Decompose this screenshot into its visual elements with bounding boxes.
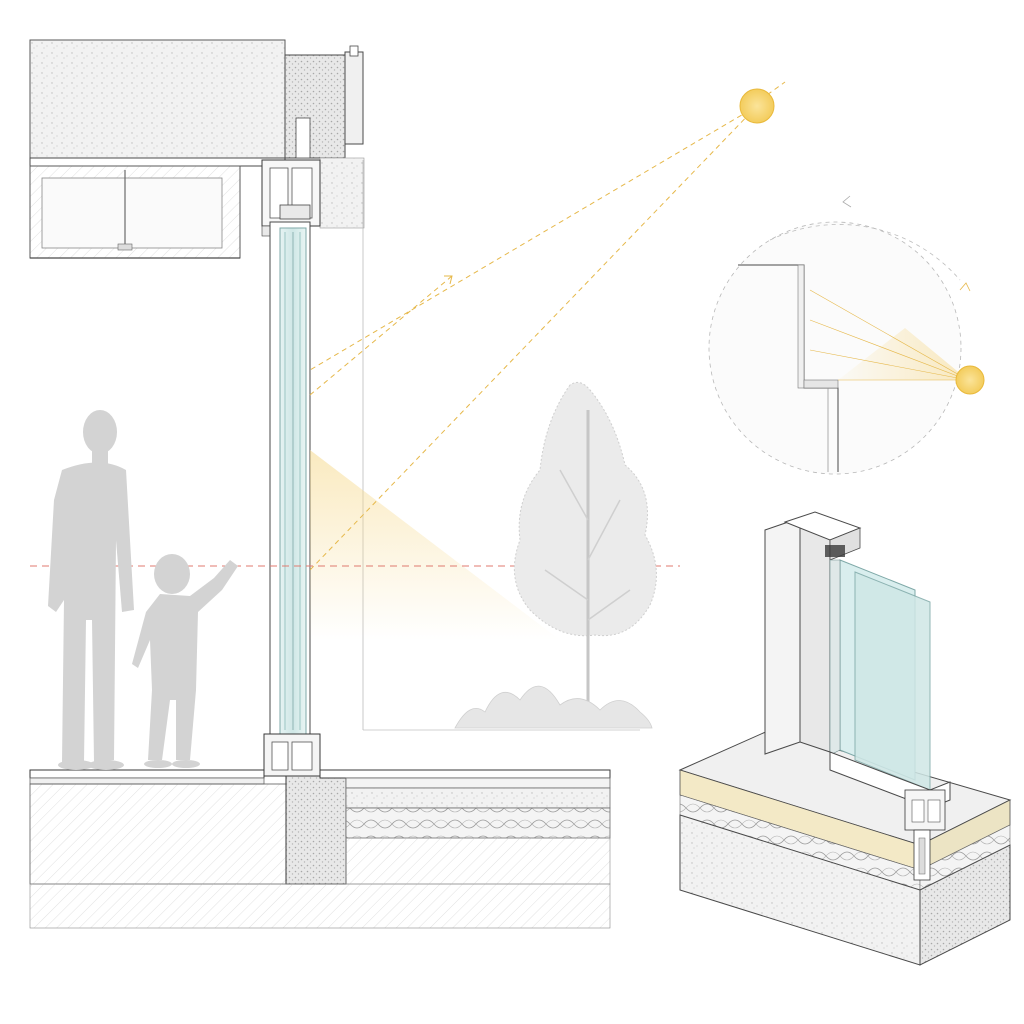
floor-buildup [29, 769, 611, 929]
detail-rays [809, 289, 969, 381]
detail-sun-icon [955, 365, 985, 395]
sun-icon [739, 88, 775, 124]
orbit-arc [769, 224, 961, 281]
orbit-arrow-right [959, 282, 971, 292]
sun-fan [838, 328, 968, 380]
sun-angle-detail [708, 195, 985, 475]
glazing-unit [269, 221, 311, 741]
iso-wall-panel [764, 517, 801, 755]
section-view [29, 39, 786, 929]
orbit-arrow-left [842, 195, 852, 208]
child-figure-icon [132, 554, 238, 768]
iso-glass-pane-inner [854, 571, 931, 791]
tree-icon [454, 381, 657, 729]
roof-slab [29, 39, 364, 159]
sunlight-wedge [310, 450, 560, 640]
ceiling-soffit [29, 157, 365, 259]
sun-rays [309, 105, 758, 571]
isometric-detail [678, 511, 1012, 966]
head-frame-profile [261, 159, 321, 237]
adult-figure-icon [48, 410, 134, 770]
iso-slab-side [919, 844, 1011, 966]
